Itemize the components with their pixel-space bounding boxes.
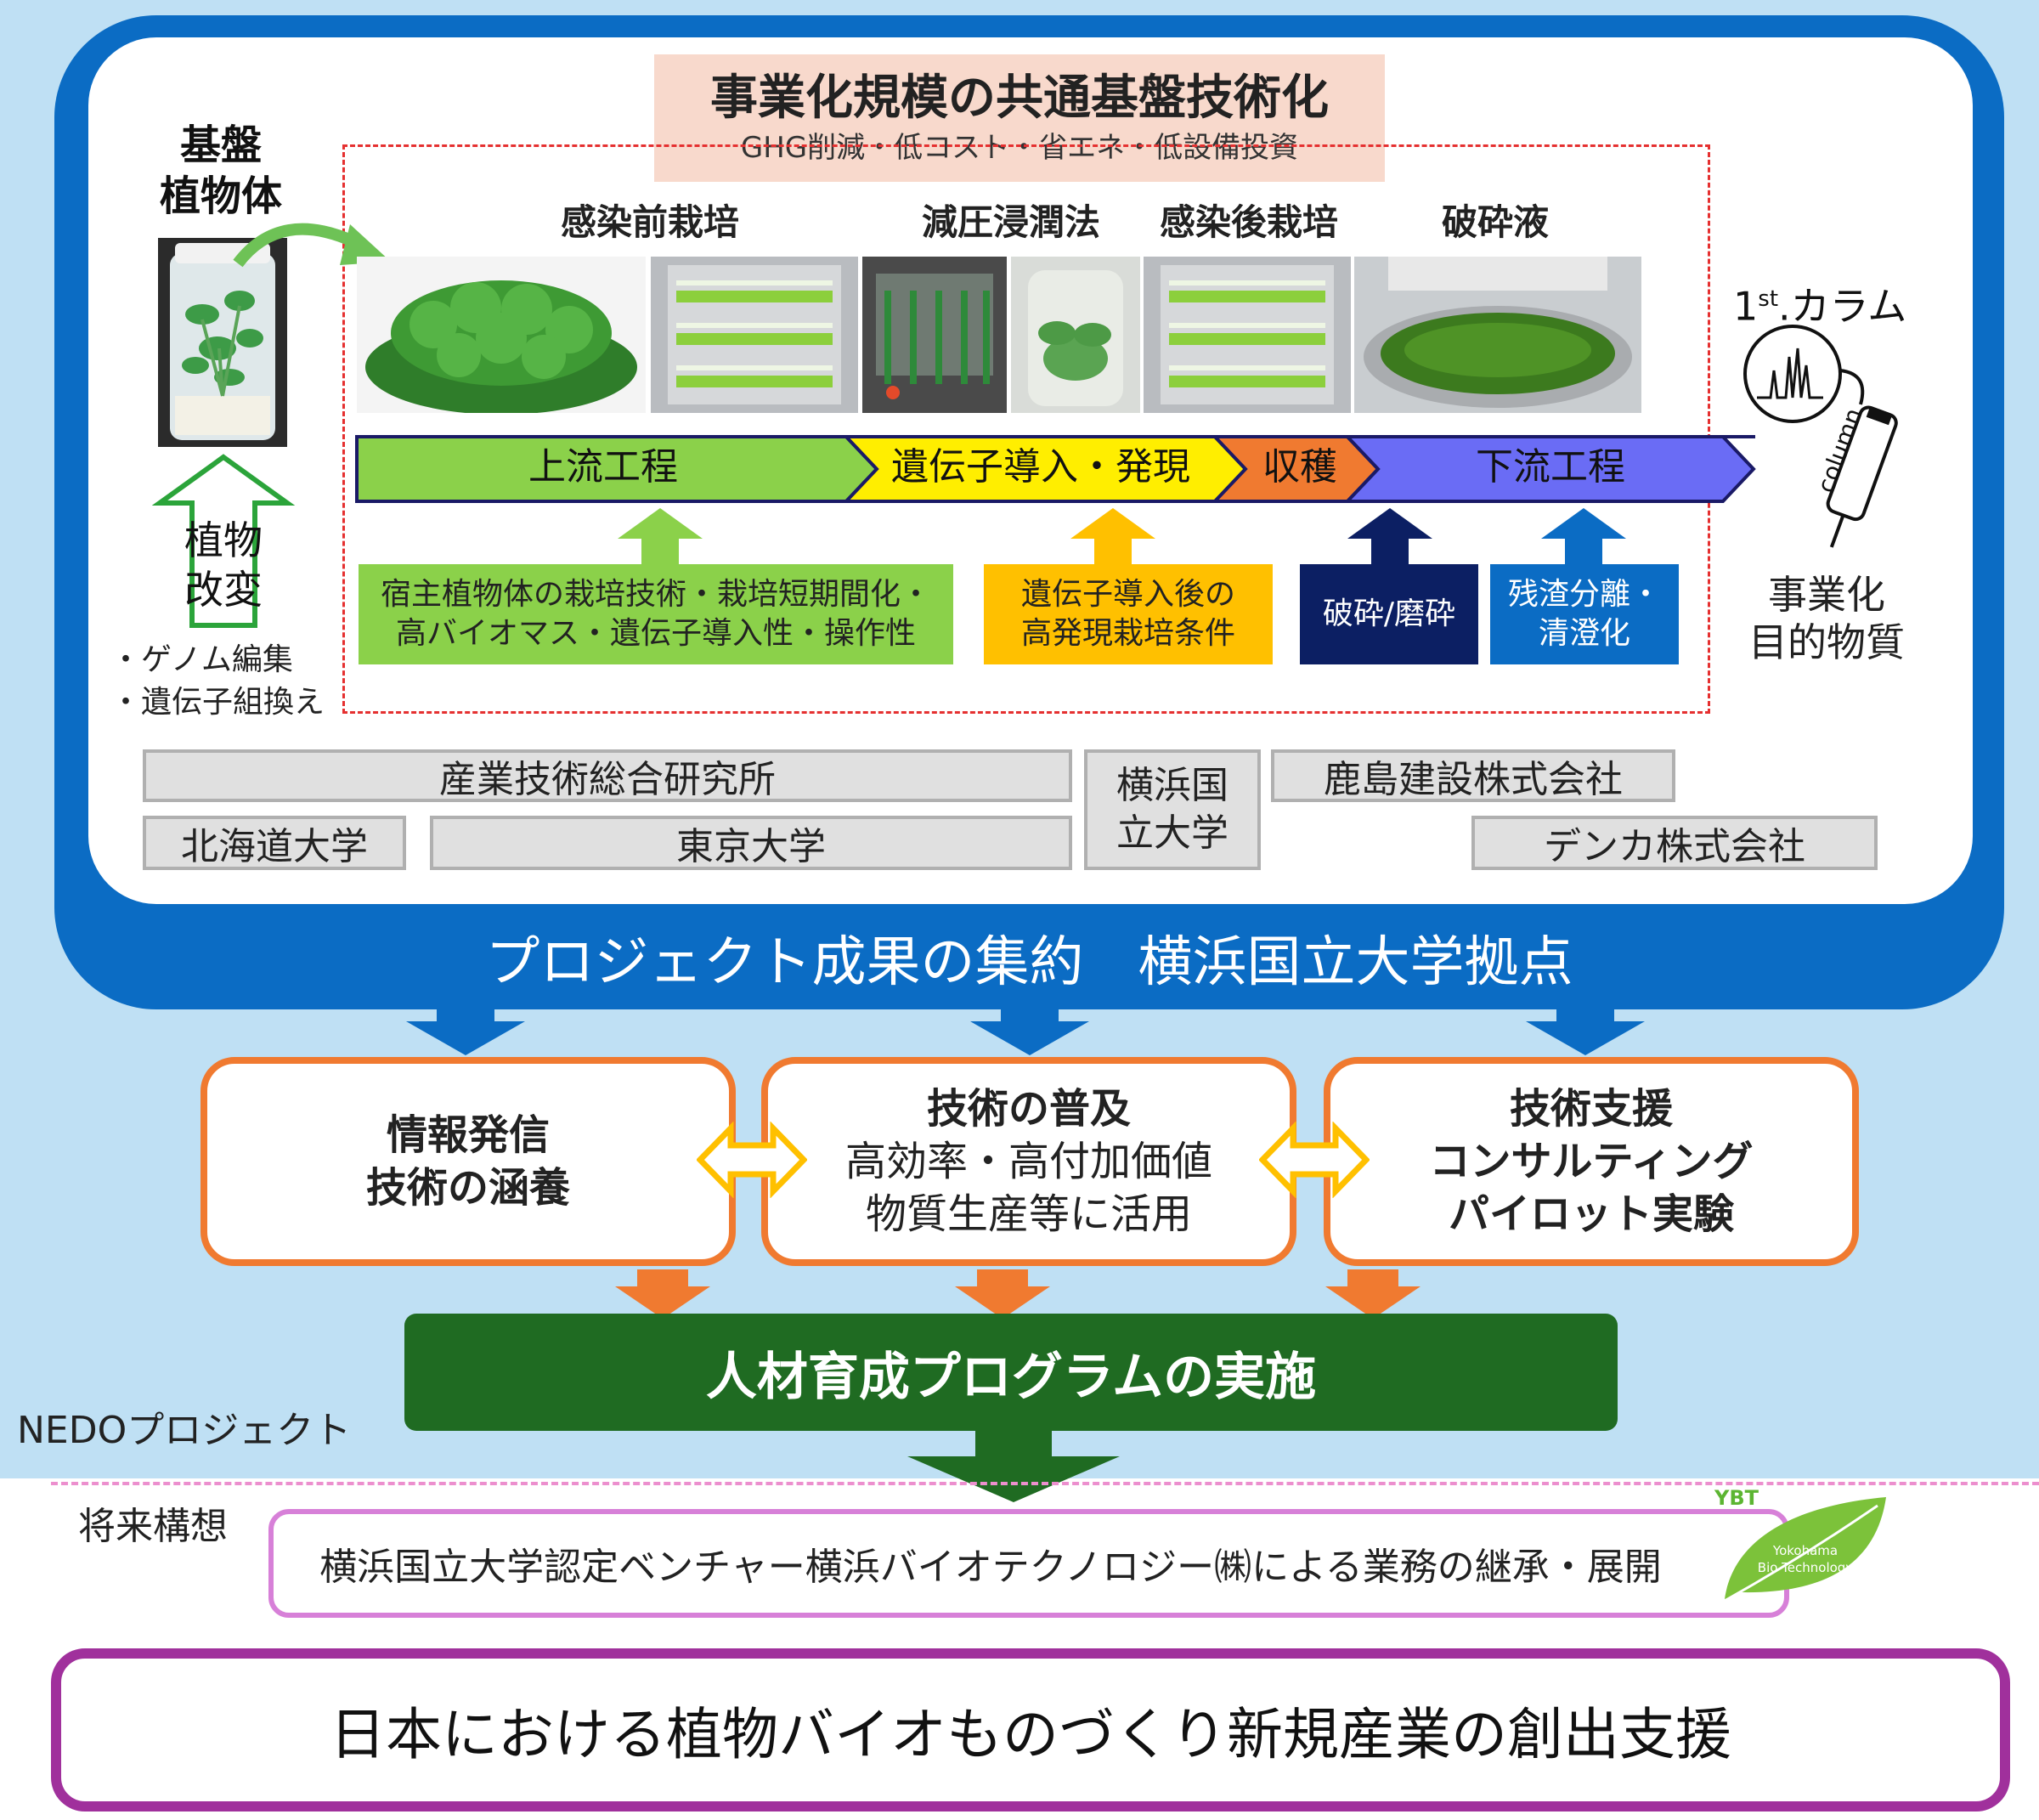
base-plant-label: 基盤 植物体 — [127, 116, 314, 226]
top-title: 事業化規模の共通基盤技術化 — [710, 71, 1329, 126]
support-expression-line2: 高発現栽培条件 — [1020, 616, 1235, 651]
cultivation-shelf-photo-2 — [1144, 257, 1351, 413]
up-arrow-upstream-icon — [618, 508, 703, 566]
base-plant-label-1: 基盤 — [179, 122, 262, 169]
homogenate-photo — [1354, 257, 1641, 413]
cultivation-shelf-photo-1 — [651, 257, 858, 413]
target-substance-label: 事業化 目的物質 — [1725, 568, 1929, 670]
stage-downstream-label: 下流工程 — [1476, 445, 1625, 489]
support-expression-line1: 遺伝子導入後の — [1020, 577, 1235, 612]
column-label-text: .カラム — [1778, 283, 1907, 330]
support-cultivation-line2: 高バイオマス・遺伝子導入性・操作性 — [395, 616, 916, 651]
top-title-box: 事業化規模の共通基盤技術化 GHG削減・低コスト・省エネ・低設備投資 — [654, 54, 1385, 182]
column-chromatography-icon — [1743, 325, 1898, 548]
base-plant-label-2: 植物体 — [159, 172, 282, 220]
column-label-number: 1 — [1733, 283, 1759, 330]
target-substance-line1: 事業化 — [1768, 572, 1885, 618]
outcome-dissemination-line3: 物質生産等に活用 — [865, 1190, 1192, 1238]
stage-gene-transfer-label: 遺伝子導入・発現 — [891, 445, 1190, 489]
project-summary-title: プロジェクト成果の集約 横浜国立大学拠点 — [485, 931, 1573, 994]
future-vision-label: 将来構想 — [78, 1505, 228, 1548]
org-denka: デンカ株式会社 — [1471, 816, 1878, 870]
ybt-logo-abbr: YBT — [1714, 1486, 1759, 1510]
ybt-leaf-logo — [1724, 1497, 1886, 1602]
training-program-box: 人材育成プログラムの実施 — [404, 1314, 1618, 1431]
outcome-dissemination-line2: 高効率・高付加価値 — [844, 1138, 1212, 1185]
method-genome-editing: ・ゲノム編集 — [110, 642, 293, 677]
ybt-logo-line2: Bio Technology — [1757, 1560, 1854, 1575]
method-recombination: ・遺伝子組換え — [110, 685, 325, 720]
outcome-support-line2: コンサルティング — [1429, 1138, 1754, 1185]
up-arrow-gene-icon — [1070, 508, 1155, 566]
support-clarification-line2: 清澄化 — [1538, 616, 1630, 651]
org-ynu: 横浜国 立大学 — [1084, 749, 1261, 870]
down-arrow-left-icon — [406, 1008, 525, 1055]
vacuum-infiltration-photo — [862, 257, 1007, 413]
up-arrow-crushing-icon — [1347, 508, 1432, 566]
header-vacuum-infiltration: 減圧浸潤法 — [921, 201, 1100, 243]
org-aist: 産業技術総合研究所 — [143, 749, 1072, 802]
double-arrow-left-icon — [697, 1122, 807, 1198]
top-subtitle: GHG削減・低コスト・省エネ・低設備投資 — [740, 131, 1299, 165]
orange-down-arrow-left-icon — [615, 1269, 710, 1319]
outcome-dissemination-box: 技術の普及 高効率・高付加価値 物質生産等に活用 — [761, 1057, 1296, 1266]
ybt-logo-line1: Yokohama — [1772, 1543, 1838, 1558]
green-down-arrow-icon — [907, 1431, 1120, 1502]
plants-photo — [357, 257, 646, 413]
support-cultivation-line1: 宿主植物体の栽培技術・栽培短期間化・ — [380, 577, 931, 612]
support-crushing-box: 破砕/磨砕 — [1300, 564, 1478, 664]
future-venture-box: 横浜国立大学認定ベンチャー横浜バイオテクノロジー㈱による業務の継承・展開 — [268, 1509, 1789, 1618]
final-goal-box: 日本における植物バイオものづくり新規産業の創出支援 — [51, 1648, 2010, 1812]
down-arrow-center-icon — [970, 1008, 1089, 1055]
stage-downstream-shape — [1343, 435, 1756, 503]
jar-to-photo-arrow-icon — [233, 223, 391, 268]
infected-plant-photo — [1011, 257, 1140, 413]
plant-modify-label: 植物 改変 — [170, 510, 277, 620]
plant-modify-methods: ・ゲノム編集 ・遺伝子組換え — [110, 639, 348, 724]
outcome-information-box: 情報発信 技術の涵養 — [201, 1057, 736, 1266]
support-expression-box: 遺伝子導入後の 高発現栽培条件 — [984, 564, 1273, 664]
orange-down-arrow-center-icon — [955, 1269, 1050, 1319]
header-homogenate: 破砕液 — [1441, 201, 1549, 243]
support-clarification-box: 残渣分離・ 清澄化 — [1490, 564, 1679, 664]
process-stage-arrows — [355, 435, 1756, 503]
column-label-sup: st — [1758, 286, 1779, 312]
plant-jar-image — [158, 238, 287, 447]
stage-harvest-label: 収穫 — [1262, 445, 1337, 489]
stage-upstream-label: 上流工程 — [528, 445, 678, 489]
outcome-support-box: 技術支援 コンサルティング パイロット実験 — [1324, 1057, 1859, 1266]
outcome-support-line1: 技術支援 — [1509, 1085, 1673, 1133]
double-arrow-right-icon — [1259, 1122, 1370, 1198]
common-technology-frame — [342, 144, 1710, 714]
target-substance-line2: 目的物質 — [1748, 619, 1905, 665]
outcome-information-line1: 情報発信 — [386, 1111, 550, 1159]
down-arrow-right-icon — [1526, 1008, 1645, 1055]
plant-modify-line2: 改変 — [184, 567, 263, 613]
plant-modify-line1: 植物 — [184, 517, 263, 563]
org-hokkaido: 北海道大学 — [143, 816, 406, 870]
plant-modify-arrow-icon — [151, 454, 296, 628]
support-cultivation-box: 宿主植物体の栽培技術・栽培短期間化・ 高バイオマス・遺伝子導入性・操作性 — [359, 564, 953, 664]
outcome-support-line3: パイロット実験 — [1448, 1190, 1734, 1238]
future-divider — [51, 1482, 2039, 1485]
org-ynu-line1: 横浜国 — [1116, 764, 1228, 807]
org-tokyo: 東京大学 — [430, 816, 1072, 870]
orange-down-arrow-right-icon — [1325, 1269, 1421, 1319]
org-kajima: 鹿島建設株式会社 — [1271, 749, 1675, 802]
header-pre-infection: 感染前栽培 — [560, 201, 739, 243]
support-clarification-line1: 残渣分離・ — [1507, 577, 1661, 612]
header-post-infection: 感染後栽培 — [1159, 201, 1338, 243]
org-ynu-line2: 立大学 — [1116, 811, 1228, 855]
first-column-label: 1st.カラム — [1733, 274, 1937, 329]
up-arrow-clarification-icon — [1541, 508, 1626, 566]
outcome-dissemination-line1: 技術の普及 — [926, 1085, 1131, 1133]
outcome-information-line2: 技術の涵養 — [365, 1164, 570, 1212]
nedo-project-label: NEDOプロジェクト — [17, 1409, 352, 1452]
